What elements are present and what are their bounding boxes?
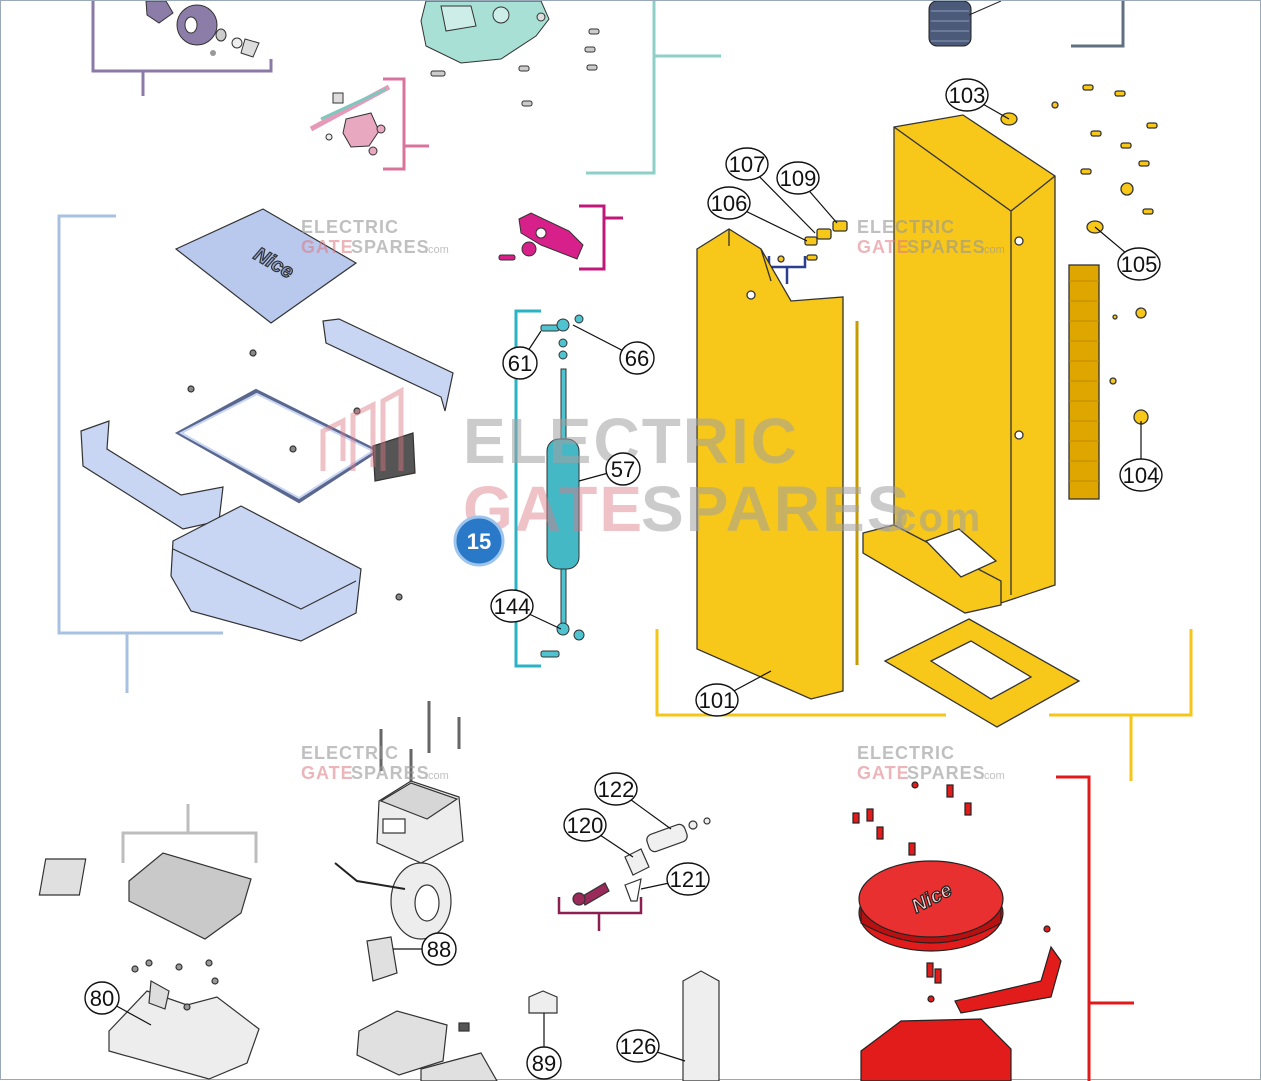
- watermark-line2-b: SPARES: [641, 473, 911, 545]
- cabinet-housing-part: [696, 84, 1158, 728]
- callout-103[interactable]: 103: [945, 78, 1010, 120]
- callout-bubble: [666, 862, 710, 896]
- callout-109[interactable]: 109: [776, 161, 838, 224]
- callout-label: 121: [670, 867, 707, 892]
- callout-104[interactable]: 104: [1119, 421, 1163, 492]
- callout-bubble: [1119, 458, 1163, 492]
- callout-label: 88: [427, 937, 451, 962]
- svg-text:GATE: GATE: [857, 237, 910, 257]
- callout-label: 80: [90, 986, 114, 1011]
- callout-bubble: [695, 683, 739, 717]
- svg-text:GATE: GATE: [857, 763, 910, 783]
- callout-101[interactable]: 101: [695, 670, 772, 717]
- svg-text:SPARES: SPARES: [907, 237, 986, 257]
- item-count-badge[interactable]: 15: [453, 515, 505, 567]
- callout-label: 61: [508, 351, 532, 376]
- callout-label: 109: [780, 166, 817, 191]
- magenta-bracket-part: [498, 212, 584, 261]
- callout-label: 120: [567, 813, 604, 838]
- svg-text:SPARES: SPARES: [351, 237, 430, 257]
- callout-label: 126: [620, 1034, 657, 1059]
- callout-bubble: [421, 932, 457, 966]
- callout-bubble: [1117, 247, 1161, 281]
- callout-label: 89: [532, 1051, 556, 1076]
- callout-bubble: [707, 186, 751, 220]
- control-board-part: [38, 852, 260, 1080]
- extrusion-part: [528, 970, 720, 1081]
- callout-label: 107: [729, 152, 766, 177]
- svg-text:ELECTRIC: ELECTRIC: [301, 743, 399, 763]
- callout-label: 105: [1121, 252, 1158, 277]
- callout-105[interactable]: 105: [1094, 226, 1161, 281]
- callout-bubble: [563, 808, 607, 842]
- callout-bubble: [776, 161, 820, 195]
- svg-text:ELECTRIC: ELECTRIC: [857, 743, 955, 763]
- callout-bubble: [945, 78, 989, 112]
- callout-89[interactable]: 89: [526, 1013, 562, 1080]
- callout-label: 103: [949, 83, 986, 108]
- group-brackets: [57, 1, 1193, 1081]
- callout-120[interactable]: 120: [563, 808, 634, 858]
- part-callouts: 103 107 109 106 105 61 66 57 104 144 101 122 120 121 8…: [84, 78, 1163, 1080]
- callout-label: 66: [625, 346, 649, 371]
- callout-label: 122: [598, 777, 635, 802]
- svg-text:.com: .com: [981, 244, 1005, 256]
- cover-assembly-part: Nice: [80, 208, 454, 642]
- callout-label: 144: [494, 594, 531, 619]
- key-lock-part: [572, 817, 711, 906]
- watermark-suffix: .com: [881, 496, 982, 540]
- callout-bubble: [619, 341, 655, 375]
- watermark-small-1: ELECTRIC GATE SPARES .com: [301, 217, 449, 257]
- callout-61[interactable]: 61: [502, 330, 542, 380]
- svg-text:ELECTRIC: ELECTRIC: [301, 217, 399, 237]
- callout-label: 57: [611, 457, 635, 482]
- callout-107[interactable]: 107: [725, 147, 816, 234]
- callout-144[interactable]: 144: [490, 589, 562, 630]
- callout-bubble: [502, 346, 538, 380]
- watermark-large: ELECTRIC GATE SPARES .com: [320, 386, 982, 545]
- callout-bubble: [725, 147, 769, 181]
- gear-assembly-part: [145, 1, 260, 58]
- watermark-small-2: ELECTRIC GATE SPARES .com: [857, 217, 1005, 257]
- svg-text:.com: .com: [981, 770, 1005, 782]
- badge-label: 15: [467, 529, 491, 554]
- pink-shaft-assembly-part: [309, 84, 391, 156]
- callout-bubble: [605, 452, 641, 486]
- callout-label: 106: [711, 191, 748, 216]
- svg-text:GATE: GATE: [301, 237, 354, 257]
- spring-part: [928, 1, 1002, 47]
- callout-bubble: [490, 589, 534, 623]
- callout-bubble: [594, 772, 638, 806]
- teal-gearbox-part: [420, 1, 600, 107]
- callout-80[interactable]: 80: [84, 981, 152, 1026]
- svg-text:SPARES: SPARES: [351, 763, 430, 783]
- callout-121[interactable]: 121: [640, 862, 710, 896]
- callout-bubble: [84, 981, 120, 1015]
- watermark-small-3: ELECTRIC GATE SPARES .com: [301, 743, 449, 783]
- gas-spring-part: [540, 314, 585, 658]
- callout-label: 101: [699, 688, 736, 713]
- callout-106[interactable]: 106: [707, 186, 808, 242]
- callout-label: 104: [1123, 463, 1160, 488]
- callout-bubble: [616, 1029, 660, 1063]
- red-base-part: Nice: [852, 781, 1062, 1081]
- transformer-part: [334, 701, 498, 1081]
- callout-66[interactable]: 66: [572, 324, 655, 375]
- callout-bubble: [526, 1046, 562, 1080]
- svg-text:.com: .com: [425, 244, 449, 256]
- callout-88[interactable]: 88: [393, 932, 457, 966]
- svg-text:GATE: GATE: [301, 763, 354, 783]
- svg-text:ELECTRIC: ELECTRIC: [857, 217, 955, 237]
- watermark-small-4: ELECTRIC GATE SPARES .com: [857, 743, 1005, 783]
- svg-text:.com: .com: [425, 770, 449, 782]
- callout-57[interactable]: 57: [578, 452, 641, 486]
- callout-126[interactable]: 126: [616, 1029, 686, 1063]
- svg-text:SPARES: SPARES: [907, 763, 986, 783]
- callout-122[interactable]: 122: [594, 772, 672, 830]
